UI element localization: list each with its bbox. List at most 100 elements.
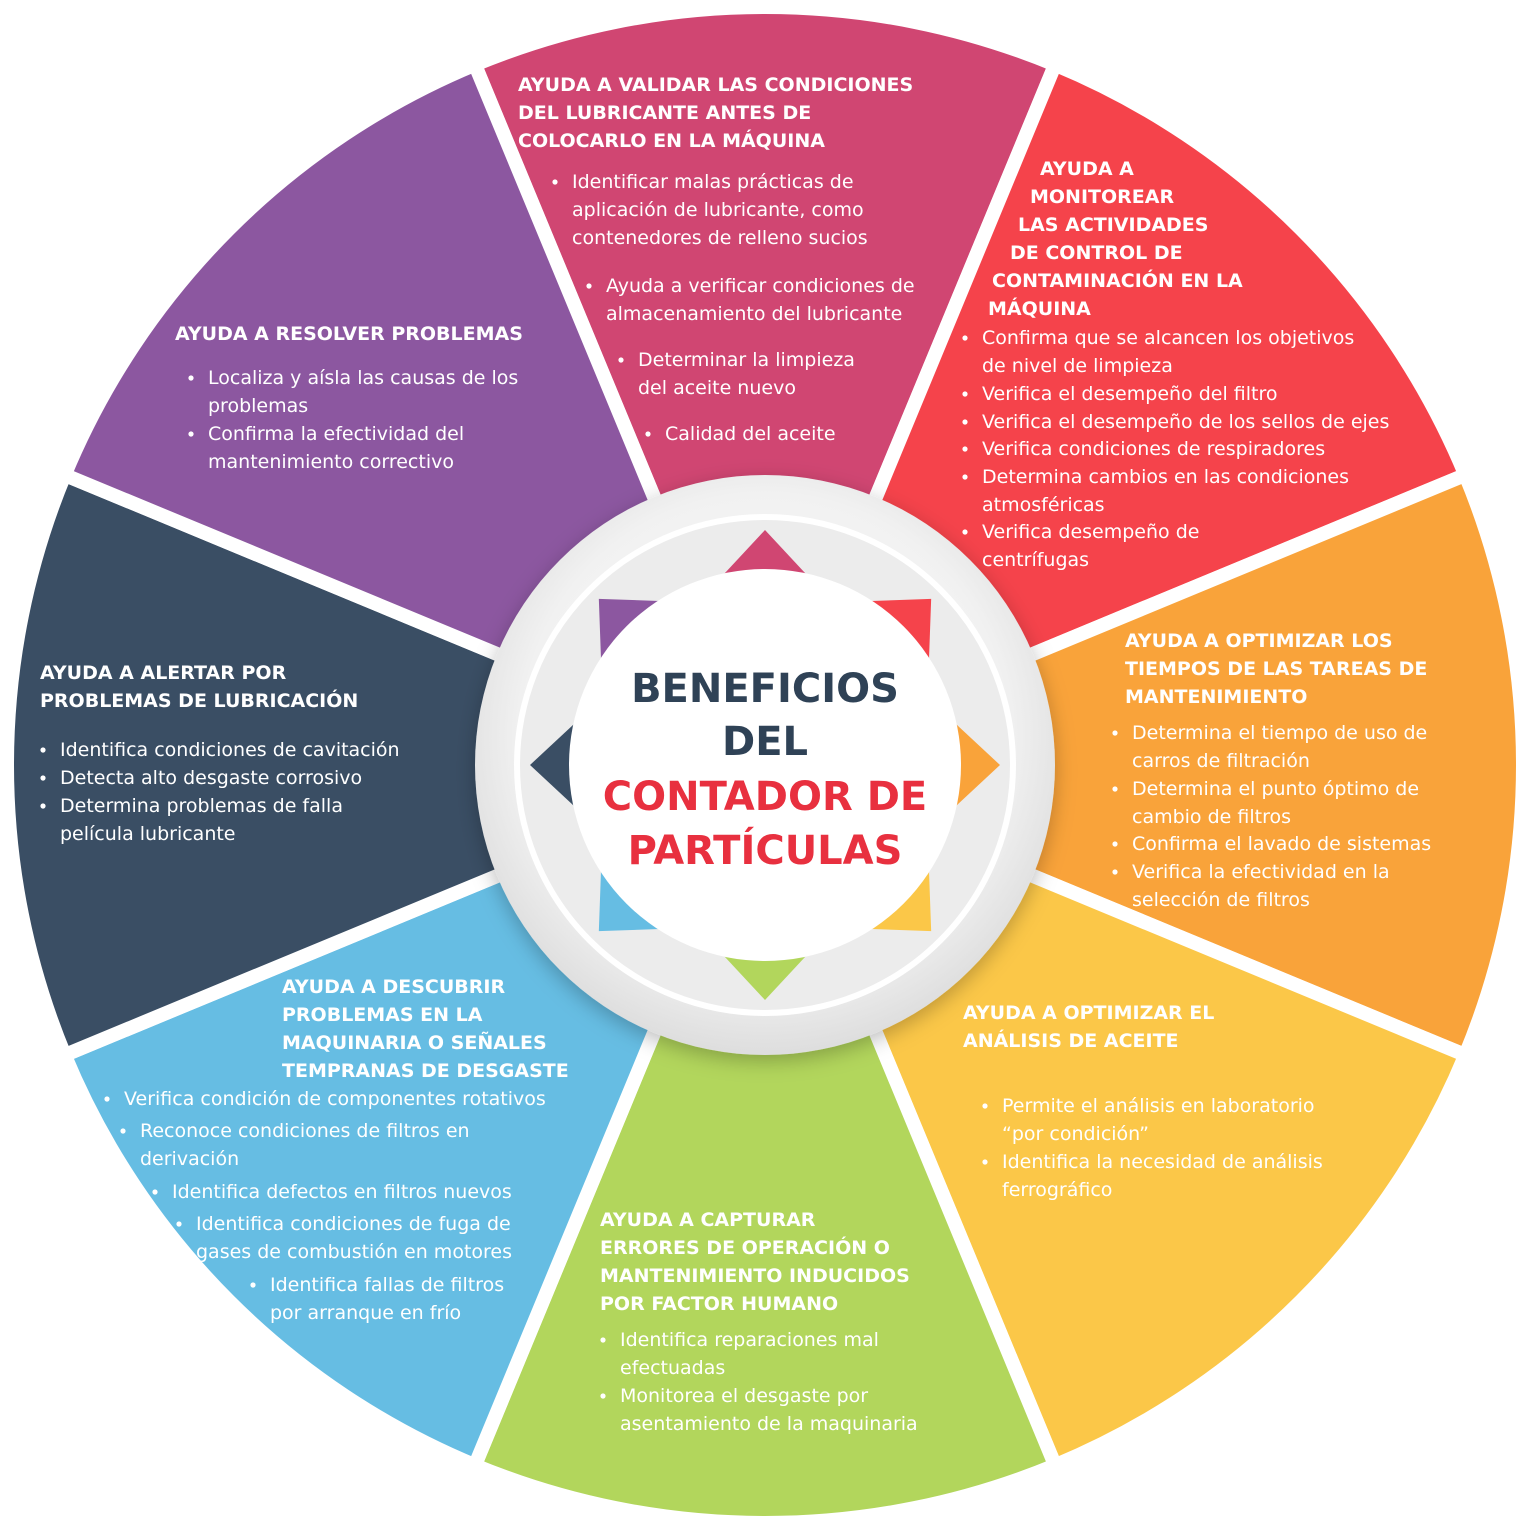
- segment-title-monitorear: DE CONTROL DE: [1010, 242, 1183, 264]
- segment-item-analisis: Permite el análisis en laboratorio: [1002, 1095, 1315, 1117]
- bullet-icon: [962, 391, 968, 397]
- bullet-icon: [962, 529, 968, 535]
- segment-title-tiempos: TIEMPOS DE LAS TAREAS DE: [1125, 658, 1427, 680]
- segment-item-alertar: Detecta alto desgaste corrosivo: [60, 767, 362, 789]
- segment-item-validar: Ayuda a verificar condiciones de: [606, 275, 915, 297]
- segment-item-validar: contenedores de relleno sucios: [572, 227, 868, 249]
- segment-title-tiempos: AYUDA A OPTIMIZAR LOS: [1125, 630, 1393, 652]
- segment-item-alertar: Determina problemas de falla: [60, 795, 343, 817]
- segment-item-validar: almacenamiento del lubricante: [606, 303, 902, 325]
- segment-item-descubrir: Identifica defectos en filtros nuevos: [172, 1181, 512, 1203]
- center-title-line3: CONTADOR DE: [603, 774, 927, 820]
- bullet-icon: [1112, 841, 1118, 847]
- segment-title-capturar: AYUDA A CAPTURAR: [600, 1209, 816, 1231]
- segment-item-resolver: mantenimiento correctivo: [208, 451, 454, 473]
- segment-item-tiempos: Determina el punto óptimo de: [1132, 778, 1419, 800]
- segment-item-tiempos: selección de filtros: [1132, 889, 1310, 911]
- segment-text-tiempos: AYUDA A OPTIMIZAR LOS TIEMPOS DE LAS TARE…: [1112, 630, 1431, 911]
- segment-title-validar: COLOCARLO EN LA MÁQUINA: [518, 129, 825, 152]
- segment-item-resolver: Confirma la efectividad del: [208, 423, 464, 445]
- segment-title-capturar: ERRORES DE OPERACIÓN O: [600, 1235, 890, 1259]
- bullet-icon: [152, 1189, 158, 1195]
- segment-item-monitorear: Verifica el desempeño del filtro: [982, 383, 1278, 405]
- bullet-icon: [1112, 730, 1118, 736]
- bullet-icon: [645, 431, 651, 437]
- segment-item-tiempos: Confirma el lavado de sistemas: [1132, 833, 1431, 855]
- center-title-line1: BENEFICIOS: [631, 666, 899, 712]
- segment-item-validar: aplicación de lubricante, como: [572, 199, 864, 221]
- bullet-icon: [250, 1282, 256, 1288]
- segment-title-resolver: AYUDA A RESOLVER PROBLEMAS: [175, 323, 523, 345]
- segment-item-validar: Determinar la limpieza: [638, 349, 855, 371]
- segment-item-analisis: ferrográfico: [1002, 1179, 1112, 1201]
- segment-item-monitorear: Confirma que se alcancen los objetivos: [982, 327, 1354, 349]
- segment-text-resolver: AYUDA A RESOLVER PROBLEMAS Localiza y aís…: [175, 323, 523, 473]
- segment-title-alertar: PROBLEMAS DE LUBRICACIÓN: [40, 688, 358, 712]
- segment-item-descubrir: por arranque en frío: [270, 1302, 461, 1324]
- bullet-icon: [104, 1096, 110, 1102]
- segment-title-monitorear: LAS ACTIVIDADES: [1018, 214, 1208, 236]
- bullet-icon: [40, 775, 46, 781]
- segment-item-descubrir: Verifica condición de componentes rotati…: [124, 1088, 546, 1110]
- bullet-icon: [188, 431, 194, 437]
- segment-text-alertar: AYUDA A ALERTAR POR PROBLEMAS DE LUBRICAC…: [40, 662, 400, 845]
- bullet-icon: [982, 1159, 988, 1165]
- segment-item-descubrir: Identifica fallas de filtros: [270, 1274, 504, 1296]
- bullet-icon: [188, 375, 194, 381]
- bullet-icon: [120, 1128, 126, 1134]
- bullet-icon: [176, 1221, 182, 1227]
- segment-item-validar: del aceite nuevo: [638, 377, 796, 399]
- bullet-icon: [618, 357, 624, 363]
- segment-item-capturar: asentamiento de la maquinaria: [620, 1413, 918, 1435]
- segment-item-tiempos: Verifica la efectividad en la: [1132, 861, 1390, 883]
- bullet-icon: [962, 474, 968, 480]
- segment-text-monitorear: AYUDA A MONITOREAR LAS ACTIVIDADES DE CONTR…: [962, 158, 1389, 571]
- segment-item-resolver: Localiza y aísla las causas de los: [208, 367, 518, 389]
- segment-item-monitorear: Verifica el desempeño de los sellos de e…: [982, 411, 1389, 433]
- segment-item-alertar: película lubricante: [60, 823, 236, 845]
- bullet-icon: [600, 1337, 606, 1343]
- segment-item-monitorear: Verifica desempeño de: [982, 521, 1199, 543]
- segment-item-descubrir: derivación: [140, 1148, 239, 1170]
- segment-item-alertar: Identifica condiciones de cavitación: [60, 739, 400, 761]
- segment-title-tiempos: MANTENIMIENTO: [1125, 686, 1307, 708]
- segment-item-capturar: Identifica reparaciones mal: [620, 1329, 879, 1351]
- segment-item-tiempos: carros de filtración: [1132, 750, 1310, 772]
- segment-title-alertar: AYUDA A ALERTAR POR: [40, 662, 287, 684]
- segment-item-validar: Identificar malas prácticas de: [572, 171, 854, 193]
- segment-item-capturar: efectuadas: [620, 1357, 725, 1379]
- segment-text-capturar: AYUDA A CAPTURAR ERRORES DE OPERACIÓN O MA…: [600, 1209, 918, 1435]
- segment-item-monitorear: Verifica condiciones de respiradores: [982, 438, 1325, 460]
- segment-item-resolver: problemas: [208, 395, 308, 417]
- segment-title-capturar: POR FACTOR HUMANO: [600, 1293, 838, 1315]
- bullet-icon: [40, 803, 46, 809]
- bullet-icon: [40, 747, 46, 753]
- bullet-icon: [552, 179, 558, 185]
- segment-item-analisis: Identifica la necesidad de análisis: [1002, 1151, 1323, 1173]
- segment-item-tiempos: cambio de filtros: [1132, 806, 1291, 828]
- segment-title-descubrir: MAQUINARIA O SEÑALES: [282, 1030, 547, 1054]
- segment-item-validar: Calidad del aceite: [665, 423, 836, 445]
- bullet-icon: [1112, 869, 1118, 875]
- segment-title-monitorear: AYUDA A: [1040, 158, 1134, 180]
- center-hub: BENEFICIOS DEL CONTADOR DE PARTÍCULAS: [475, 475, 1055, 1055]
- segment-title-monitorear: MÁQUINA: [988, 297, 1091, 320]
- bullet-icon: [600, 1393, 606, 1399]
- segment-item-monitorear: Determina cambios en las condiciones: [982, 466, 1349, 488]
- segment-item-analisis: “por condición”: [1002, 1123, 1149, 1145]
- segment-item-monitorear: atmosféricas: [982, 494, 1105, 516]
- segment-item-descubrir: Reconoce condiciones de filtros en: [140, 1120, 470, 1142]
- segment-title-monitorear: MONITOREAR: [1030, 186, 1174, 208]
- segment-item-descubrir: Identifica condiciones de fuga de: [196, 1213, 511, 1235]
- segment-title-capturar: MANTENIMIENTO INDUCIDOS: [600, 1265, 910, 1287]
- segment-title-descubrir: PROBLEMAS EN LA: [282, 1004, 483, 1026]
- segment-item-descubrir: gases de combustión en motores: [196, 1241, 512, 1263]
- segment-item-monitorear: de nivel de limpieza: [982, 355, 1173, 377]
- bullet-icon: [586, 283, 592, 289]
- bullet-icon: [962, 446, 968, 452]
